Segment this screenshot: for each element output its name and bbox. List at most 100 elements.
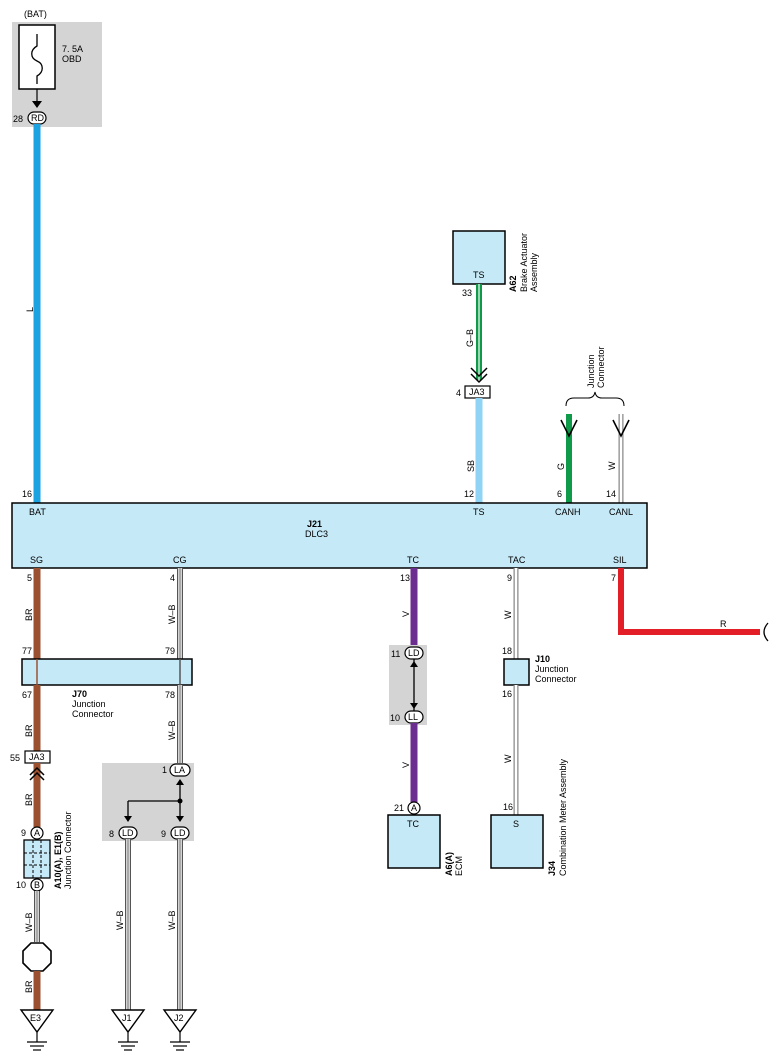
ja3-top-pin: 4	[456, 388, 461, 398]
fuse-icon	[31, 34, 43, 84]
ground-triangle-icon	[162, 1009, 198, 1034]
la-pin-number: 1	[162, 765, 167, 775]
ja3-bottom-pin: 55	[10, 753, 20, 763]
dlc3-pin-sil-number: 7	[611, 573, 616, 583]
brake-actuator-box	[452, 230, 506, 285]
j70-pin-78: 78	[165, 690, 175, 700]
junction-top-bracket	[565, 391, 625, 407]
brake-actuator: TS A62 Brake Actuator Assembly 33	[452, 230, 539, 298]
ground-j2: J2	[162, 1009, 198, 1051]
wire-wb-1-label: W–B	[167, 604, 177, 624]
j10-code: J10	[535, 654, 550, 664]
chevron-up-icon	[29, 771, 45, 781]
j34-code: J34	[547, 861, 557, 876]
junction-top-name-line2: Connector	[596, 346, 606, 388]
wire-l-label: L	[25, 307, 35, 312]
ecm-pin: 21	[394, 803, 404, 813]
chevron-down-icon	[470, 367, 488, 378]
dlc3-pin-canh-number: 6	[557, 489, 562, 499]
wire-wb-2-label: W–B	[24, 912, 34, 932]
j10-pin-18: 18	[502, 646, 512, 656]
wire-wb-j1-label: W–B	[115, 910, 125, 930]
wire-wb-3-label: W–B	[167, 720, 177, 740]
chevron-down-icon	[470, 373, 488, 384]
wire-w-2-label: W	[503, 754, 513, 763]
dlc3-pin-canh: CANH	[555, 507, 581, 517]
a10-terminal-b-label: B	[34, 880, 40, 890]
ground-e3: E3	[19, 1009, 55, 1051]
dlc3-pin-sg-number: 5	[27, 573, 32, 583]
a10-junction-connector: A 9 B 10 A10(A), E1(B) Junction Connecto…	[16, 811, 73, 892]
ecm-code: A6(A)	[444, 852, 454, 876]
j34-box	[490, 814, 544, 869]
j70-junction-connector: 77 79 67 78 J70 Junction Connector	[21, 646, 193, 719]
ground-j1: J1	[110, 1009, 146, 1051]
brake-name-line1: Brake Actuator	[519, 233, 529, 292]
ld-pin-9: 9	[161, 829, 166, 839]
j70-pin-79: 79	[165, 646, 175, 656]
dlc3-code: J21	[307, 519, 322, 529]
junction-top-name-line1: Junction	[586, 354, 596, 388]
octagon-splice-icon	[22, 942, 52, 972]
dlc3-pin-sil: SIL	[613, 555, 627, 565]
j70-name-line1: Junction	[72, 699, 106, 709]
ja3-top-label: JA3	[469, 387, 485, 397]
tc-ll-pin: 10	[390, 713, 400, 723]
ja3-bottom-label: JA3	[29, 752, 45, 762]
dlc3-pin-tc: TC	[407, 555, 419, 565]
combination-meter: S J34 Combination Meter Assembly	[490, 758, 568, 876]
arrow-down-icon	[410, 703, 418, 709]
dlc3-pin-cg: CG	[173, 555, 187, 565]
j34-name: Combination Meter Assembly	[558, 758, 568, 876]
dlc3-pin-bat-number: 16	[22, 489, 32, 499]
dlc3-box	[11, 502, 648, 569]
dlc3-pin-bat: BAT	[29, 507, 46, 517]
wire-w-1-label: W	[503, 610, 513, 619]
arrow-up-icon	[176, 779, 184, 785]
ecm-name: ECM	[454, 856, 464, 876]
brake-terminal: TS	[473, 270, 485, 280]
fuse-connector-label: RD	[31, 113, 44, 123]
ground-triangle-icon	[110, 1009, 146, 1034]
brake-code: A62	[508, 275, 518, 292]
j70-name-line2: Connector	[72, 709, 114, 719]
wire-continuation-icon	[763, 622, 769, 642]
a10-code: A10(A), E1(B)	[53, 831, 63, 889]
ground-j2-label: J2	[174, 1013, 184, 1023]
tc-ld-pin: 11	[391, 649, 400, 659]
a10-pin-b: 10	[16, 880, 26, 890]
brake-pin-number: 33	[462, 288, 472, 298]
ld-connector-label-2: LD	[174, 828, 186, 838]
j34-terminal: S	[513, 819, 519, 829]
wire-sb-label: SB	[466, 460, 476, 472]
arrow-down-icon	[32, 101, 42, 108]
j70-pin-77: 77	[22, 646, 32, 656]
j10-junction-connector: 18 16 J10 Junction Connector	[502, 646, 577, 699]
dlc3-pin-ts-number: 12	[464, 489, 474, 499]
wire-br-4-label: BR	[24, 980, 34, 993]
arrow-up-icon	[410, 661, 418, 667]
tc-junction-group: LD 11 LL 10	[389, 645, 427, 725]
ld-connector-label-1: LD	[122, 828, 134, 838]
dlc3-pin-ts: TS	[473, 507, 485, 517]
ecm-terminal: TC	[407, 819, 419, 829]
brake-name-line2: Assembly	[529, 252, 539, 292]
ground-triangle-icon	[19, 1009, 55, 1034]
arrow-down-icon	[176, 816, 184, 822]
j34-pin: 16	[503, 802, 513, 812]
a10-terminal-a-label: A	[34, 828, 40, 838]
fuse-name: OBD	[62, 54, 82, 64]
j10-name-line2: Connector	[535, 674, 577, 684]
chevron-up-icon	[29, 766, 45, 776]
dlc3-pin-sg: SG	[30, 555, 43, 565]
fuse-block: (BAT) 7. 5A OBD RD 28	[12, 9, 102, 127]
dlc3-name: DLC3	[305, 529, 328, 539]
junction-connector-top: Junction Connector	[565, 346, 625, 407]
la-connector-label: LA	[174, 765, 185, 775]
wire-g-label: G	[556, 463, 566, 470]
j70-pin-67: 67	[22, 690, 32, 700]
dlc3-pin-cg-number: 4	[170, 573, 175, 583]
chevron-down-icon	[560, 419, 578, 438]
dlc3-pin-tac: TAC	[508, 555, 526, 565]
